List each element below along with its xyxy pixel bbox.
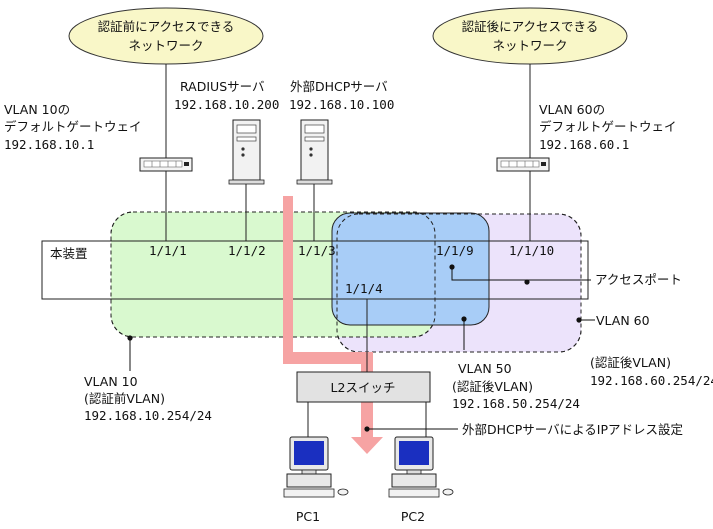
dhcp-name: 外部DHCPサーバ — [290, 79, 388, 94]
device-box — [41, 240, 589, 300]
port-4: 1/1/4 — [345, 281, 383, 296]
gw60-line1: VLAN 60の — [539, 102, 605, 117]
cloud-after-line2: ネットワーク — [492, 38, 567, 53]
l2-switch — [296, 371, 431, 403]
vlan50-desc: (認証後VLAN) — [452, 379, 533, 394]
radius-server-icon — [228, 119, 265, 185]
dhcp-path-arrow — [283, 196, 383, 454]
vlan10-name: VLAN 10 — [84, 374, 138, 389]
vlan50-ip: 192.168.50.254/24 — [452, 396, 580, 411]
cloud-before-auth: 認証前にアクセスできる ネットワーク — [68, 7, 264, 65]
vlan10-desc: (認証前VLAN) — [84, 391, 165, 406]
cloud-before-line1: 認証前にアクセスできる — [98, 19, 235, 34]
router-vlan60-icon — [496, 157, 550, 172]
radius-ip: 192.168.10.200 — [174, 97, 279, 112]
vlan60-desc: (認証後VLAN) — [590, 355, 671, 370]
gw60-line2: デフォルトゲートウェイ — [539, 119, 677, 134]
pc2-label: PC2 — [401, 509, 425, 524]
pc1-icon — [283, 436, 349, 498]
gw10-line1: VLAN 10の — [4, 102, 70, 117]
vlan60-ip: 192.168.60.254/24 — [590, 373, 713, 388]
cloud-after-line1: 認証後にアクセスできる — [462, 19, 599, 34]
port-1: 1/1/1 — [149, 243, 187, 258]
router-vlan10-icon — [139, 157, 193, 172]
port-2: 1/1/2 — [228, 243, 266, 258]
gw10-ip: 192.168.10.1 — [4, 137, 94, 152]
cloud-after-auth: 認証後にアクセスできる ネットワーク — [432, 7, 628, 65]
vlan10-ip: 192.168.10.254/24 — [84, 408, 212, 423]
pc2-icon — [388, 436, 454, 498]
dhcp-server-icon — [296, 119, 333, 185]
gw60-ip: 192.168.60.1 — [539, 137, 629, 152]
dhcp-arrow-label: 外部DHCPサーバによるIPアドレス設定 — [462, 422, 683, 437]
l2-switch-label: L2スイッチ — [331, 380, 396, 395]
device-name: 本装置 — [50, 246, 88, 261]
port-3: 1/1/3 — [298, 243, 336, 258]
vlan50-region — [331, 212, 490, 326]
vlan50-name: VLAN 50 — [458, 361, 512, 376]
port-10: 1/1/10 — [509, 243, 554, 258]
cloud-before-line2: ネットワーク — [128, 38, 203, 53]
port-9: 1/1/9 — [436, 243, 474, 258]
radius-name: RADIUSサーバ — [180, 79, 265, 94]
vlan60-name: VLAN 60 — [596, 313, 650, 328]
gw10-line2: デフォルトゲートウェイ — [4, 119, 142, 134]
access-port-label: アクセスポート — [595, 272, 682, 287]
pc1-label: PC1 — [296, 509, 320, 524]
dhcp-ip: 192.168.10.100 — [289, 97, 394, 112]
